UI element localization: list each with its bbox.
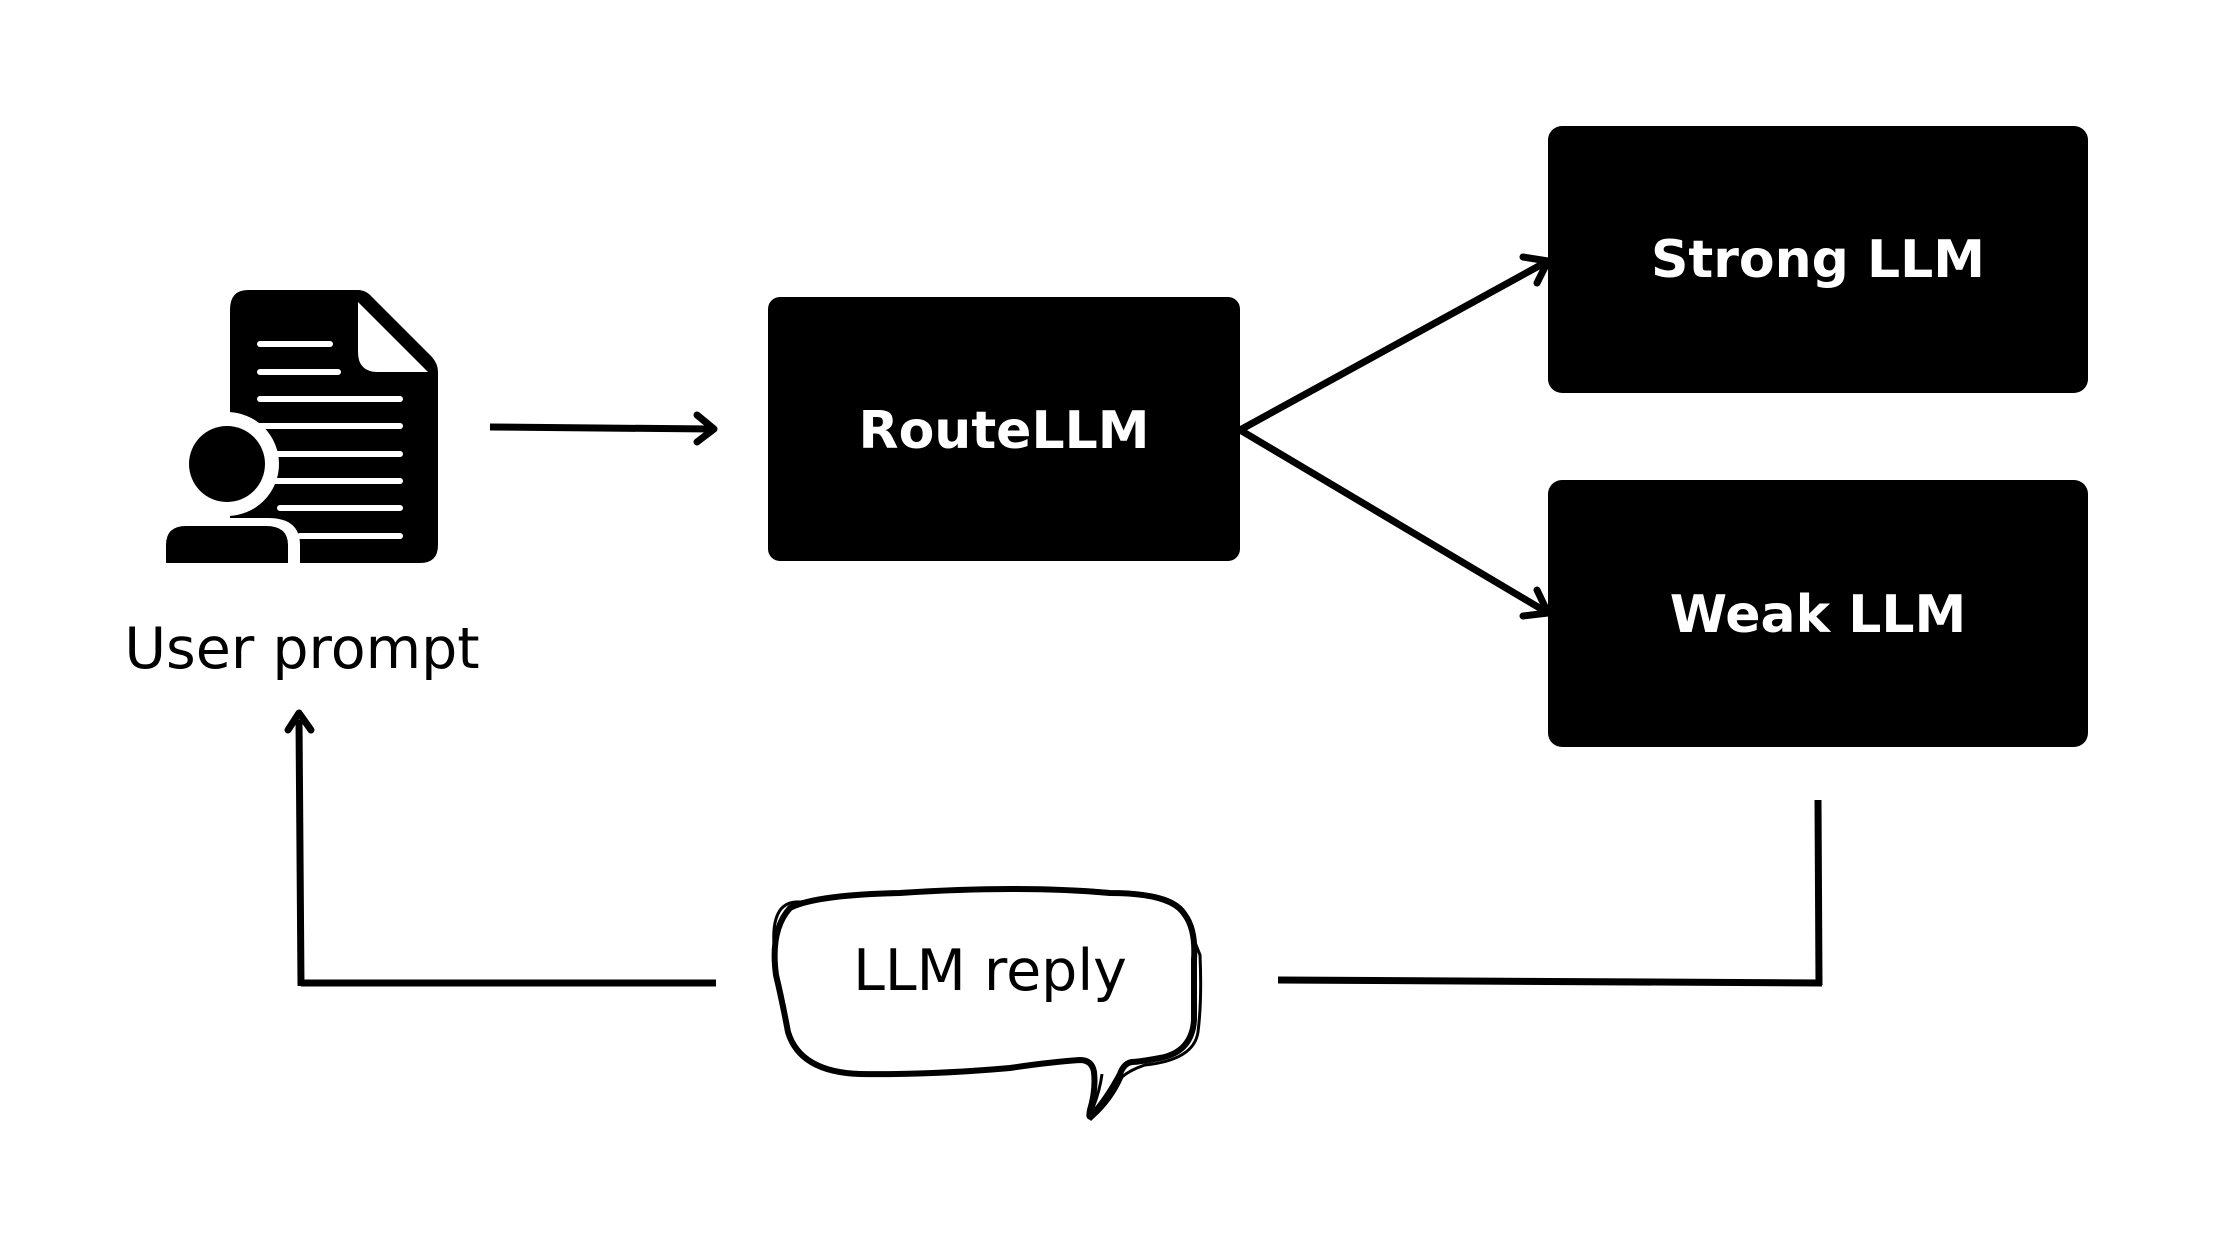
weak-llm-label: Weak LLM — [1670, 585, 1967, 645]
user-document-icon — [158, 290, 438, 563]
router-node: RouteLLM — [768, 297, 1240, 561]
weak-llm-node: Weak LLM — [1548, 480, 2088, 747]
connector-weak-to-reply — [1277, 799, 1823, 987]
strong-llm-box — [1548, 126, 2088, 393]
arrow-prompt-to-router — [489, 411, 718, 446]
router-box — [768, 297, 1240, 561]
arrow-router-to-strong — [1238, 253, 1552, 434]
connector-reply-to-prompt — [284, 709, 716, 987]
user-prompt-label: User prompt — [124, 616, 479, 682]
speech-bubble-icon — [771, 886, 1203, 1122]
strong-llm-label: Strong LLM — [1651, 230, 1985, 290]
strong-llm-node: Strong LLM — [1548, 126, 2088, 393]
llm-reply-label: LLM reply — [853, 938, 1127, 1004]
router-label: RouteLLM — [859, 401, 1150, 461]
arrow-router-to-weak — [1238, 426, 1552, 620]
weak-llm-box — [1548, 480, 2088, 747]
